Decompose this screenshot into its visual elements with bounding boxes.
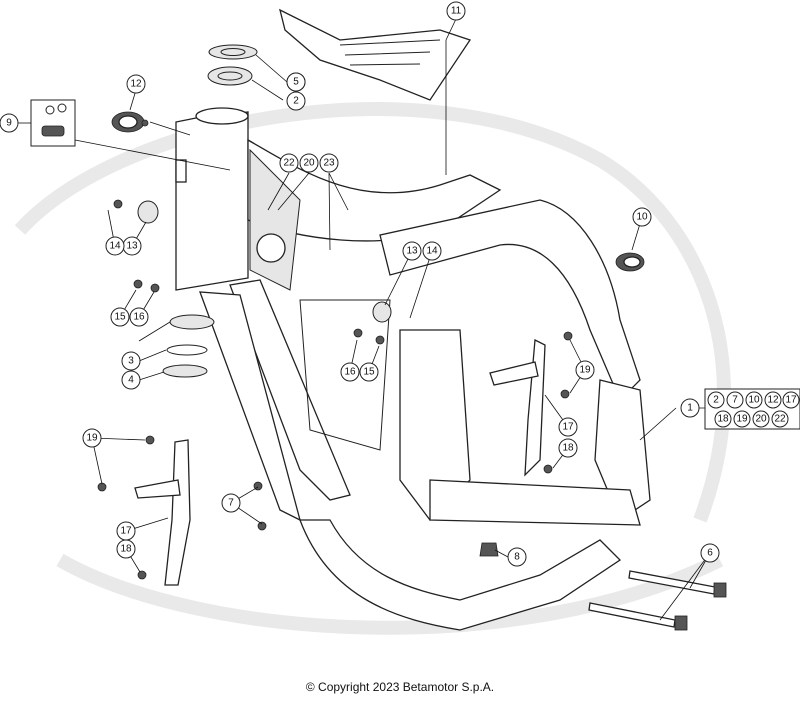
callout-22-label: 22	[283, 158, 295, 169]
callout-8: 8	[507, 547, 527, 567]
watermark	[14, 102, 731, 635]
kit-callout: 12	[764, 391, 782, 409]
kit-callout: 22	[771, 410, 789, 428]
callout-12: 12	[126, 74, 146, 94]
callout-5-visible: 5	[286, 72, 306, 92]
callout-14-label: 14	[109, 241, 121, 252]
callout-5-label-visible: 5	[293, 77, 299, 88]
callout-18-label: 18	[120, 544, 132, 555]
callout-10: 10	[632, 207, 652, 227]
top-bearings	[207, 44, 258, 86]
callout-1-label: 1	[687, 403, 693, 414]
kit-label: 18	[717, 414, 729, 425]
kit-label: 7	[732, 395, 738, 406]
callout-17: 17	[116, 521, 136, 541]
callout-14: 14	[422, 241, 442, 261]
callout-13-label: 13	[126, 241, 138, 252]
callout-9: 9	[0, 113, 19, 133]
callout-7: 7	[221, 493, 241, 513]
callout-9-label: 9	[6, 118, 12, 129]
callout-3: 3	[121, 351, 141, 371]
callout-15-label: 15	[114, 312, 126, 323]
bracket-17-left	[97, 435, 191, 586]
number-plate	[279, 8, 472, 101]
callout-2: 2	[286, 91, 306, 111]
callout-23: 23	[319, 153, 339, 173]
callout-6: 6	[700, 543, 720, 563]
long-bolts	[588, 570, 727, 631]
callout-11-label: 11	[451, 6, 462, 17]
callout-17-label: 17	[562, 422, 574, 433]
key-set	[30, 99, 76, 147]
callout-13: 13	[402, 241, 422, 261]
callout-2-label: 2	[293, 96, 299, 107]
callout-1: 1	[680, 398, 700, 418]
callout-13: 13	[122, 236, 142, 256]
callout-19-label: 19	[579, 365, 591, 376]
callout-18-label: 18	[562, 443, 574, 454]
clamp-10	[615, 252, 645, 272]
callout-16: 16	[340, 362, 360, 382]
lower-bearings	[162, 314, 215, 378]
bracket-17-right	[489, 331, 573, 477]
callout-20-label: 20	[303, 158, 315, 169]
kit-label: 10	[748, 395, 760, 406]
callout-8-label: 8	[514, 552, 520, 563]
callout-10-label: 10	[636, 212, 648, 223]
callout-18: 18	[116, 539, 136, 559]
callout-15: 15	[110, 307, 130, 327]
kit-callout: 19	[733, 410, 751, 428]
clamp-12	[111, 111, 149, 133]
callout-13-label: 13	[406, 246, 418, 257]
kit-box: 2 7 10 12 17 18 19 20 22	[704, 388, 800, 430]
kit-label: 2	[713, 395, 719, 406]
callout-15: 15	[359, 362, 379, 382]
kit-label: 20	[755, 414, 767, 425]
kit-label: 22	[774, 414, 786, 425]
copyright-notice: © Copyright 2023 Betamotor S.p.A.	[305, 680, 495, 694]
callout-19: 19	[82, 428, 102, 448]
kit-callout: 7	[726, 391, 744, 409]
callout-16: 16	[129, 307, 149, 327]
kit-label: 12	[767, 395, 779, 406]
callout-14: 14	[105, 236, 125, 256]
kit-label: 17	[785, 395, 797, 406]
callout-19-label: 19	[86, 433, 98, 444]
callout-22: 22	[279, 153, 299, 173]
callout-19: 19	[575, 360, 595, 380]
callout-11: 11	[446, 1, 466, 21]
callout-18: 18	[558, 438, 578, 458]
callouts: 1 2 2 3 4 5 6 7 8 9 10 11 12 13 13 14 14…	[0, 1, 720, 567]
small-hardware	[113, 199, 499, 557]
kit-label: 19	[736, 414, 748, 425]
callout-15-label: 15	[363, 367, 375, 378]
callout-23-label: 23	[323, 158, 335, 169]
callout-6-label: 6	[707, 548, 713, 559]
callout-3-label: 3	[128, 356, 134, 367]
kit-callout: 18	[714, 410, 732, 428]
kit-callout: 2	[707, 391, 725, 409]
callout-20: 20	[299, 153, 319, 173]
kit-callout: 20	[752, 410, 770, 428]
callout-17: 17	[558, 417, 578, 437]
callout-4: 4	[121, 370, 141, 390]
callout-4-label: 4	[128, 375, 134, 386]
callout-7-label: 7	[228, 498, 234, 509]
kit-callout: 10	[745, 391, 763, 409]
frame-assembly	[175, 107, 651, 631]
kit-callout: 17	[782, 391, 800, 409]
callout-16-label: 16	[344, 367, 356, 378]
callout-12-label: 12	[130, 79, 142, 90]
callout-14-label: 14	[426, 246, 438, 257]
callout-16-label: 16	[133, 312, 145, 323]
callout-17-label: 17	[120, 526, 132, 537]
